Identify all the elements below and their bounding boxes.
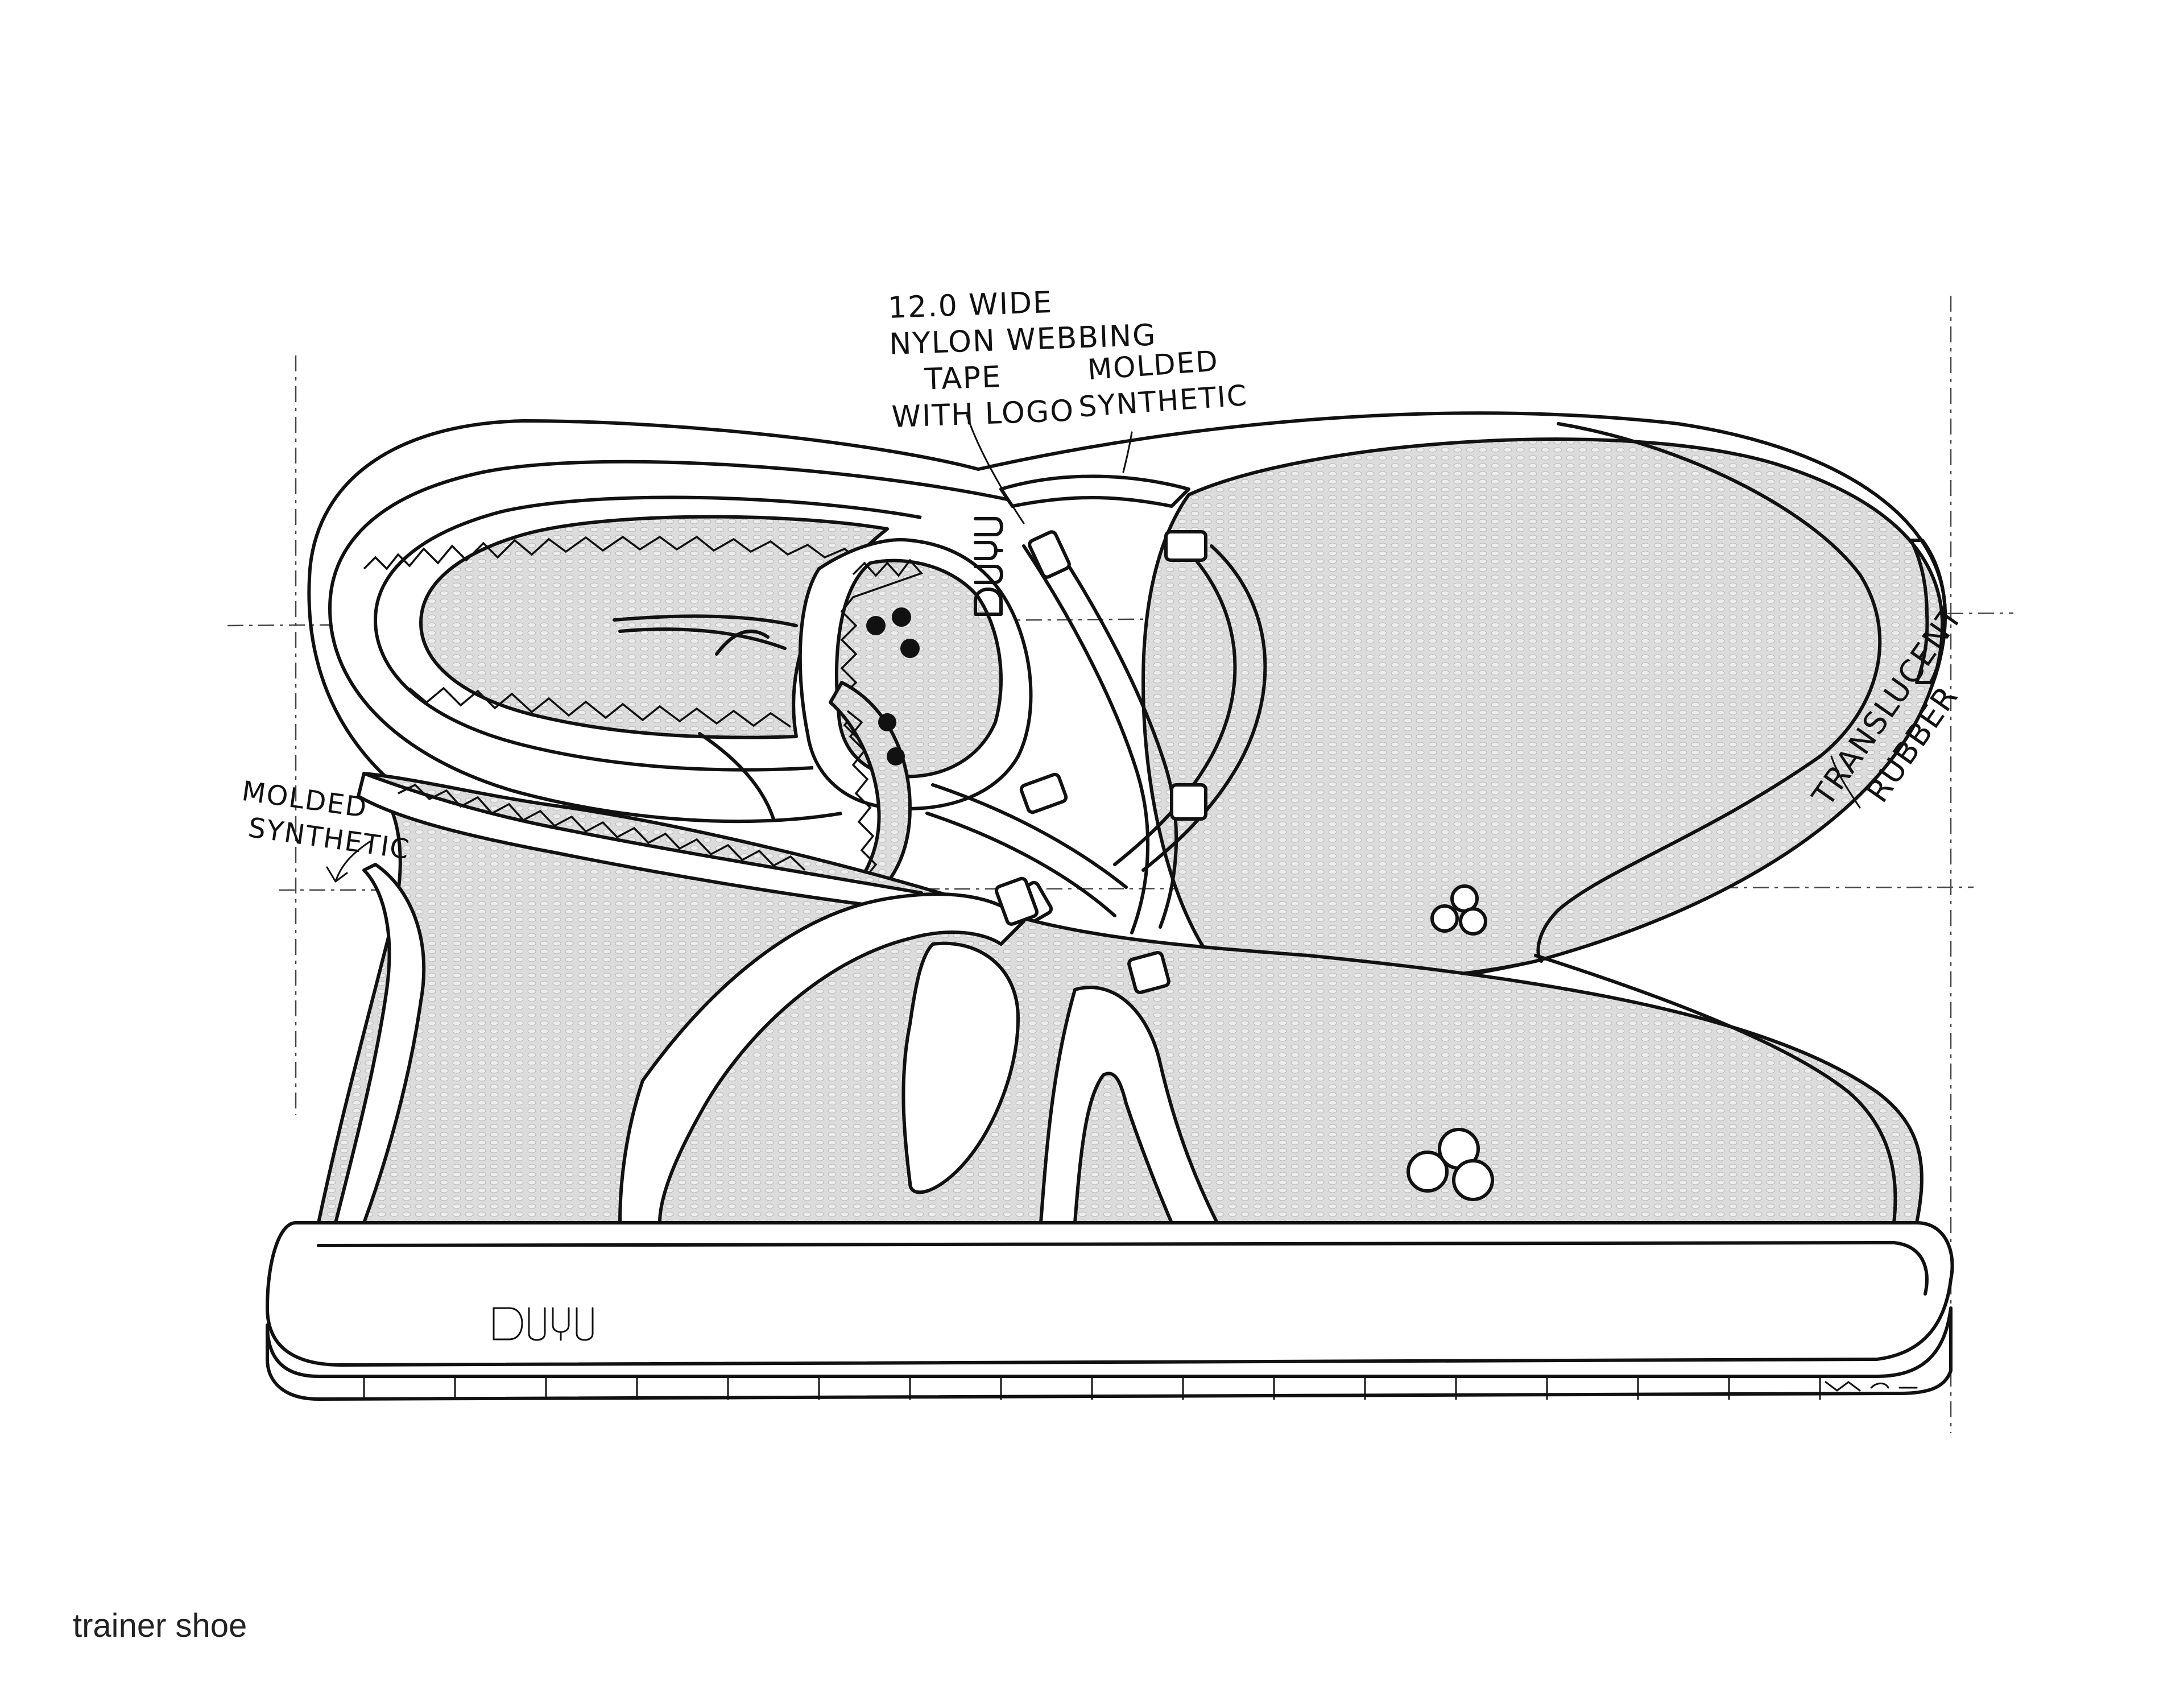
midsole [266,1221,1954,1367]
side-view-shoe [266,772,1954,1401]
lace-strap-3 [931,783,1128,889]
dot-cluster-logo [866,607,920,766]
heel-stitch [398,783,806,871]
side-cage-right [1039,986,1219,1224]
outsole-lugs [363,1375,1821,1400]
top-view-toe-mesh [1141,437,1945,982]
lace-strap-1 [1022,544,1150,934]
collar-lining-mesh [419,515,889,739]
collar-stitch-top [363,535,934,577]
tongue-wordmark [974,517,1003,616]
webbing-leader [966,414,1025,524]
brand-wordmark [493,1307,594,1341]
molded-left-leader [326,841,371,883]
lace-strap-2 [1113,544,1237,866]
outsole [266,1306,1953,1401]
lace-strap-1b [1050,539,1178,929]
rubber-toe-bumper [1909,539,1947,684]
molded-top-leader [1122,431,1133,473]
lace-tip [698,732,775,821]
lace-toggle-b [618,627,787,650]
side-webbing-tabs [994,876,1170,994]
lace-toggle [613,614,798,627]
lace-strap-2b [1141,544,1267,872]
side-dot-cluster-logo [1407,1128,1494,1201]
lace-loop [715,630,770,656]
annotation-leaders [326,414,1918,1392]
side-cage-left [618,892,1025,1224]
sketch-caption: trainer shoe [73,1607,247,1644]
midsole-inner-line [317,1241,1929,1296]
collar-stitch-bottom [408,686,791,728]
lace-strap-3b [925,812,1116,917]
top-view-shoe [307,411,1947,1001]
toe-cap-line [1536,422,1882,963]
side-toe-cap [1534,954,1897,1224]
eyestay-stitch [846,710,878,880]
rubber-leader [1830,755,1861,809]
molded-synthetic-top-annotation: MOLDED SYNTHETIC [1075,341,1249,425]
signature-scribble [1825,1381,1918,1392]
side-cage-center [901,941,1020,1194]
dot-cluster-icon [1430,884,1487,936]
